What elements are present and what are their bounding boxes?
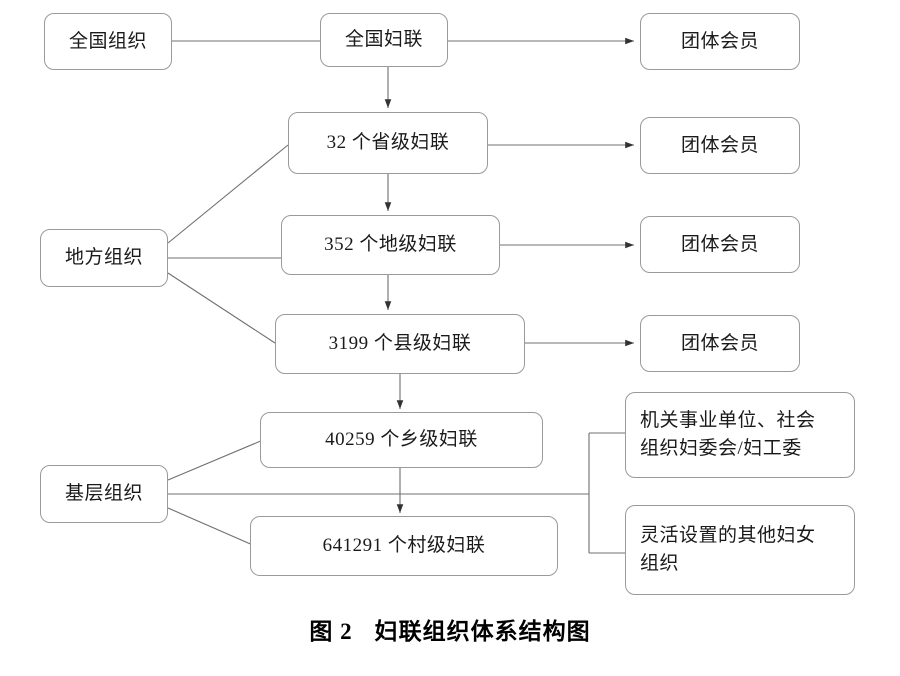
connector-local-category-to-county: [167, 272, 276, 344]
node-group-member-2-label: 团体会员: [680, 134, 759, 156]
node-local-category[interactable]: 地方组织: [40, 229, 168, 287]
figure-caption-title: 妇联组织体系结构图: [374, 619, 591, 644]
node-institutional-committee-line-1: 机关事业单位、社会: [640, 409, 816, 431]
node-national-category-label: 全国组织: [68, 30, 147, 52]
node-village-federation[interactable]: 641291 个村级妇联: [250, 516, 558, 576]
node-township-federation-label: 40259 个乡级妇联: [325, 429, 478, 451]
node-national-federation[interactable]: 全国妇联: [320, 13, 448, 67]
node-group-member-3[interactable]: 团体会员: [640, 216, 800, 273]
node-flexible-orgs-line-2: 组织: [640, 553, 680, 574]
node-flexible-orgs-line-1: 灵活设置的其他妇女: [640, 524, 816, 546]
node-township-federation[interactable]: 40259 个乡级妇联: [260, 412, 543, 468]
node-county-federation[interactable]: 3199 个县级妇联: [275, 314, 525, 374]
node-national-category[interactable]: 全国组织: [44, 13, 172, 70]
node-group-member-4-label: 团体会员: [680, 332, 759, 354]
node-group-member-1-label: 团体会员: [680, 30, 759, 52]
node-group-member-1[interactable]: 团体会员: [640, 13, 800, 70]
node-provincial-federation-label: 32 个省级妇联: [326, 132, 450, 154]
node-grassroots-category[interactable]: 基层组织: [40, 465, 168, 523]
node-national-federation-label: 全国妇联: [344, 29, 423, 51]
node-village-federation-label: 641291 个村级妇联: [322, 535, 486, 557]
node-provincial-federation[interactable]: 32 个省级妇联: [288, 112, 488, 174]
connector-grassroots-category-to-village: [167, 507, 256, 547]
node-institutional-committee-line-2: 组织妇委会/妇工委: [640, 438, 802, 459]
figure-caption: 图 2 妇联组织体系结构图: [0, 612, 900, 646]
node-county-federation-label: 3199 个县级妇联: [328, 333, 472, 355]
node-local-category-label: 地方组织: [64, 247, 143, 269]
node-grassroots-category-label: 基层组织: [64, 483, 143, 505]
figure-caption-label: 图 2: [309, 619, 353, 644]
connector-local-category-to-provincial: [167, 144, 289, 244]
node-group-member-3-label: 团体会员: [680, 233, 759, 255]
node-group-member-4[interactable]: 团体会员: [640, 315, 800, 372]
node-prefecture-federation[interactable]: 352 个地级妇联: [281, 215, 500, 275]
node-group-member-2[interactable]: 团体会员: [640, 117, 800, 174]
connector-grassroots-category-to-township: [167, 439, 264, 481]
node-flexible-orgs[interactable]: 灵活设置的其他妇女 组织: [625, 505, 855, 595]
node-institutional-committee[interactable]: 机关事业单位、社会 组织妇委会/妇工委: [625, 392, 855, 478]
node-prefecture-federation-label: 352 个地级妇联: [324, 234, 457, 256]
